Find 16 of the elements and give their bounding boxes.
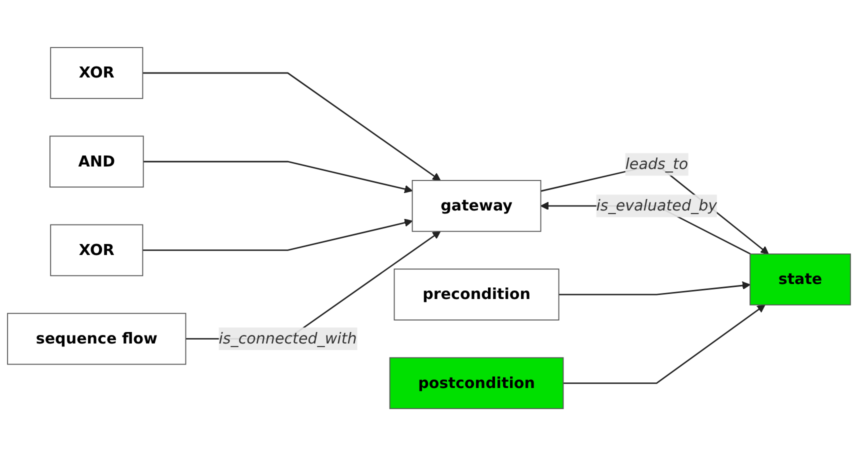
node-box: XOR <box>50 224 144 277</box>
arrow <box>142 219 413 252</box>
edge-label: is_connected_with <box>218 330 357 348</box>
node-box: AND <box>49 136 144 188</box>
arrow <box>563 304 766 384</box>
arrow <box>143 161 413 194</box>
edge-label: is_evaluated_by <box>596 196 718 215</box>
node-box: gateway <box>412 180 542 232</box>
arrow <box>142 72 441 182</box>
node-box: sequence flow <box>7 313 186 366</box>
edge-label: leads_to <box>625 155 688 174</box>
node-box: precondition <box>394 269 560 321</box>
node-box: XOR <box>50 48 144 100</box>
node-box: postcondition <box>389 358 564 410</box>
node-box: state <box>750 254 851 306</box>
arrow <box>558 282 750 296</box>
